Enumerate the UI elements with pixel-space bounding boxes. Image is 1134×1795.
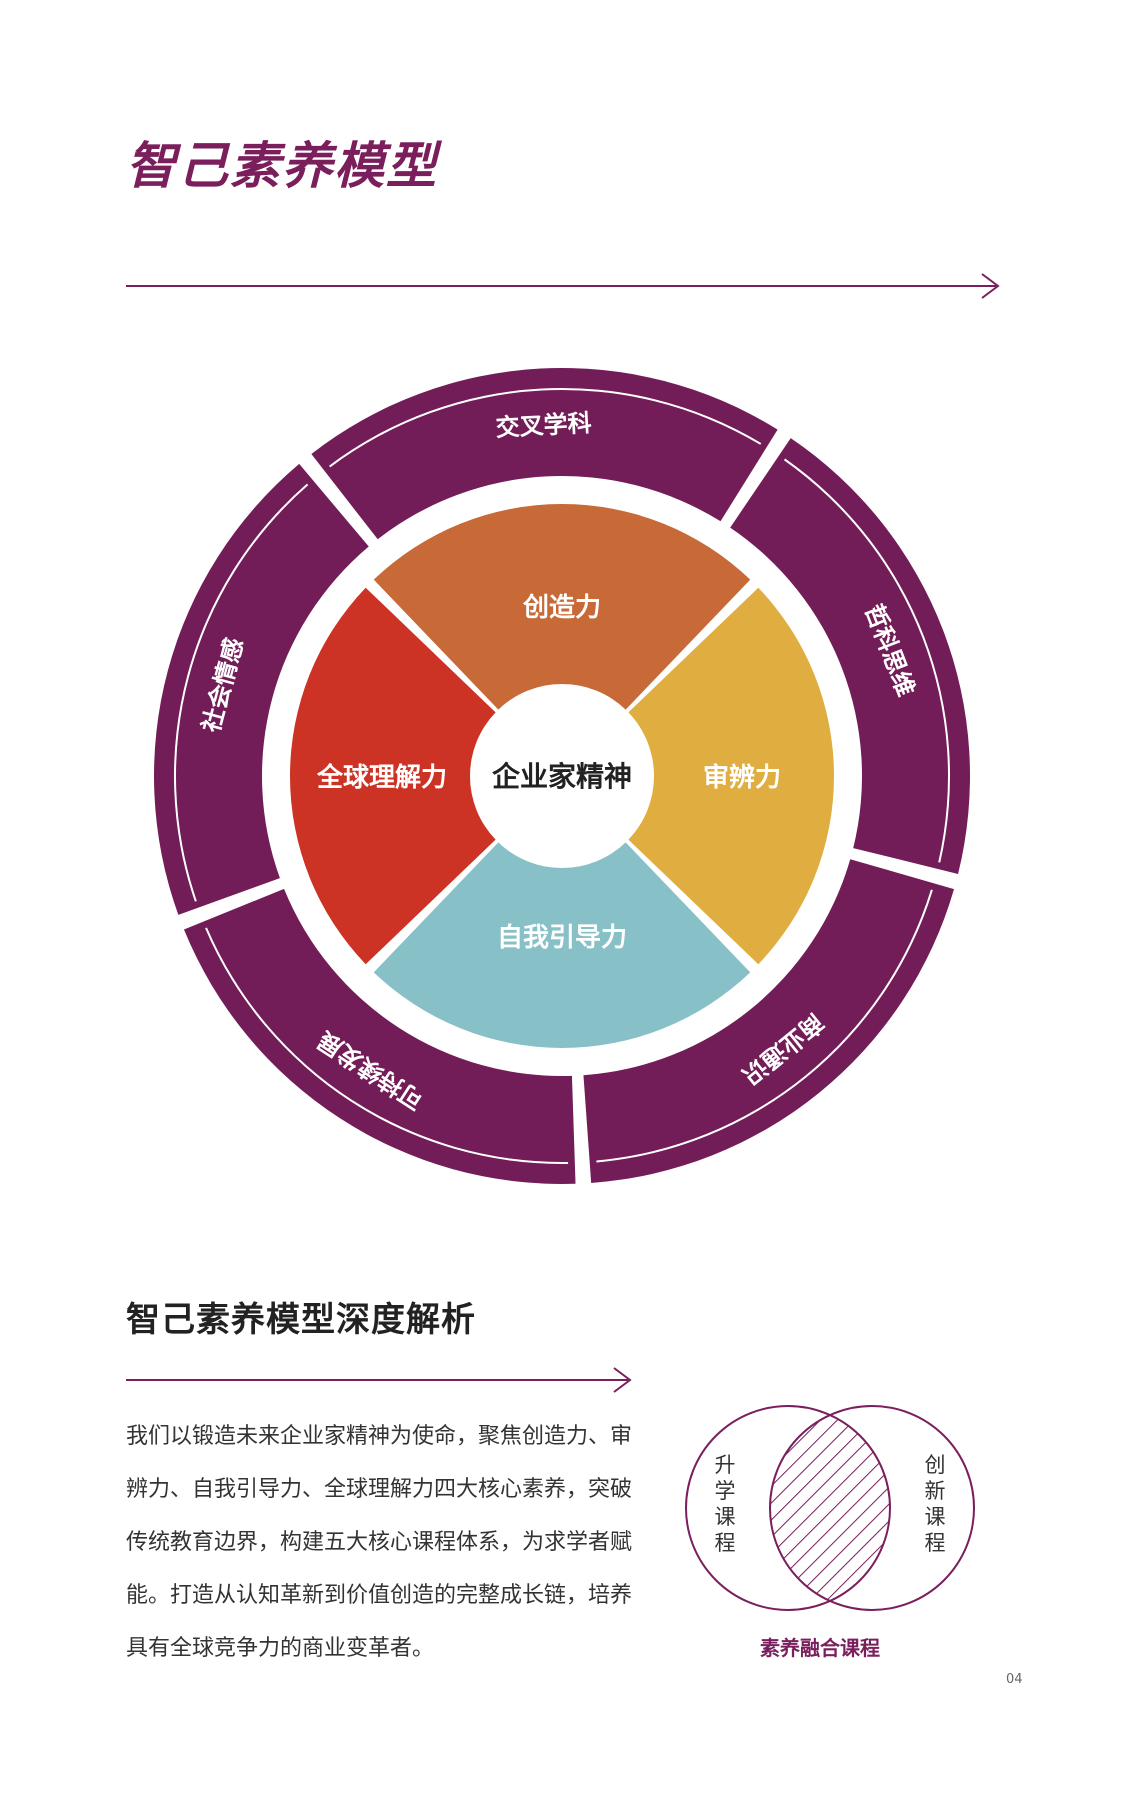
page-number: 04 (1006, 1672, 1023, 1687)
center-circle (474, 688, 650, 864)
outer-segment (183, 888, 576, 1184)
venn-right-label: 创新课程 (925, 1453, 946, 1555)
outer-segment (730, 438, 970, 875)
center-label: 企业家精神 (492, 760, 632, 793)
inner-segment-label: 创造力 (522, 593, 601, 623)
inner-segment (373, 504, 751, 710)
inner-segment (628, 587, 834, 965)
outer-segment (311, 368, 778, 540)
inner-segment-label: 全球理解力 (316, 762, 447, 793)
venn-right-circle (769, 1405, 975, 1611)
section-paragraph: 我们以锻造未来企业家精神为使命，聚焦创造力、审辨力、自我引导力、全球理解力四大核… (126, 1424, 633, 1661)
inner-segment (373, 842, 751, 1048)
page-title: 智己素养模型 (126, 137, 438, 195)
section-title: 智己素养模型深度解析 (126, 1300, 476, 1340)
venn-diagram: 升学课程 创新课程 (685, 1405, 975, 1611)
title-arrow-divider (126, 273, 1000, 299)
outer-segment-guide (783, 458, 950, 863)
venn-left-circle (685, 1405, 891, 1611)
outer-segment (583, 859, 954, 1183)
section-arrow-divider (126, 1367, 632, 1393)
venn-left-label: 升学课程 (715, 1453, 736, 1555)
outer-segment-label: 交叉学科 (495, 409, 592, 442)
venn-overlap (770, 1406, 890, 1610)
inner-segment (290, 587, 496, 965)
inner-segment-label: 审辨力 (703, 762, 781, 793)
outer-segment (153, 463, 369, 915)
outer-ring (153, 368, 970, 1184)
inner-segment-label: 自我引导力 (497, 922, 627, 953)
venn-caption: 素养融合课程 (760, 1636, 880, 1660)
inner-ring (290, 504, 834, 1048)
